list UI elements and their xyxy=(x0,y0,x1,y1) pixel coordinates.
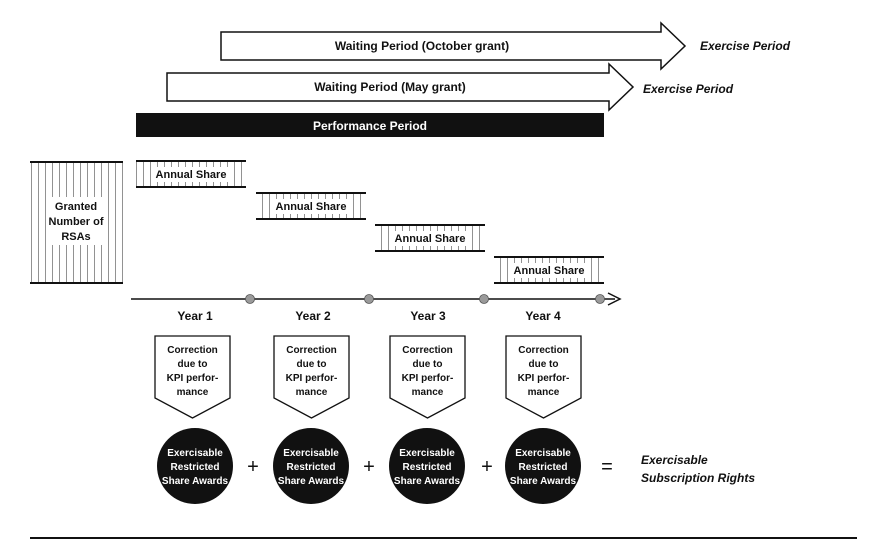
correction-shape-2: Correction due to KPI perfor- mance xyxy=(273,335,350,419)
waiting-period-october-arrow: Waiting Period (October grant) xyxy=(220,21,687,71)
correction-1-line-4: mance xyxy=(177,387,209,398)
annual-share-label-4: Annual Share xyxy=(514,265,585,277)
timeline-marker-2 xyxy=(364,294,374,304)
granted-line-2: Number of xyxy=(49,216,104,228)
year-label-3: Year 3 xyxy=(410,309,446,323)
circle-2-line-3: Share Awards xyxy=(278,476,345,487)
timeline-marker-1 xyxy=(245,294,255,304)
exercise-period-may-label: Exercise Period xyxy=(643,82,734,96)
correction-shape-4: Correction due to KPI perfor- mance xyxy=(505,335,582,419)
correction-4-line-2: due to xyxy=(529,359,559,370)
correction-3-line-3: KPI perfor- xyxy=(402,373,454,384)
result-line-1: Exercisable xyxy=(641,453,708,467)
correction-4-line-3: KPI perfor- xyxy=(518,373,570,384)
exercisable-circle-4: Exercisable Restricted Share Awards xyxy=(505,428,581,504)
circle-4-line-2: Restricted xyxy=(519,462,568,473)
circle-3-line-3: Share Awards xyxy=(394,476,461,487)
exercisable-circle-1: Exercisable Restricted Share Awards xyxy=(157,428,233,504)
correction-3-line-2: due to xyxy=(413,359,443,370)
circle-4-line-3: Share Awards xyxy=(510,476,577,487)
correction-1-line-1: Correction xyxy=(167,345,218,356)
timeline-marker-3 xyxy=(479,294,489,304)
correction-3-line-4: mance xyxy=(412,387,444,398)
circle-2-line-1: Exercisable xyxy=(283,448,339,459)
correction-shape-3: Correction due to KPI perfor- mance xyxy=(389,335,466,419)
annual-share-label-2: Annual Share xyxy=(276,201,347,213)
waiting-period-may-arrow: Waiting Period (May grant) xyxy=(166,62,635,112)
correction-4-line-4: mance xyxy=(528,387,560,398)
circle-3-line-2: Restricted xyxy=(403,462,452,473)
circle-4-line-1: Exercisable xyxy=(515,448,571,459)
granted-rsas-box: Granted Number of RSAs xyxy=(30,161,123,284)
annual-share-label-3: Annual Share xyxy=(395,233,466,245)
plus-operator-1: + xyxy=(247,456,259,478)
timeline-marker-4 xyxy=(595,294,605,304)
annual-share-block-3: Annual Share xyxy=(375,224,485,252)
waiting-period-october-label: Waiting Period (October grant) xyxy=(335,39,509,53)
correction-3-line-1: Correction xyxy=(402,345,453,356)
circle-1-line-3: Share Awards xyxy=(162,476,229,487)
correction-shape-1: Correction due to KPI perfor- mance xyxy=(154,335,231,419)
granted-line-1: Granted xyxy=(55,201,97,213)
year-label-4: Year 4 xyxy=(525,309,561,323)
annual-share-block-1: Annual Share xyxy=(136,160,246,188)
plus-operator-2: + xyxy=(363,456,375,478)
granted-line-3: RSAs xyxy=(61,231,90,243)
annual-share-label-1: Annual Share xyxy=(156,169,227,181)
result-line-2: Subscription Rights xyxy=(641,471,755,485)
circle-1-line-2: Restricted xyxy=(171,462,220,473)
correction-1-line-3: KPI perfor- xyxy=(167,373,219,384)
performance-period-bar xyxy=(136,113,604,137)
annual-share-block-4: Annual Share xyxy=(494,256,604,284)
waiting-period-may-label: Waiting Period (May grant) xyxy=(314,80,466,94)
exercise-period-october-label: Exercise Period xyxy=(700,39,791,53)
timeline xyxy=(131,292,622,306)
correction-2-line-4: mance xyxy=(296,387,328,398)
correction-4-line-1: Correction xyxy=(518,345,569,356)
correction-2-line-3: KPI perfor- xyxy=(286,373,338,384)
circle-2-line-2: Restricted xyxy=(287,462,336,473)
year-label-2: Year 2 xyxy=(295,309,331,323)
circle-3-line-1: Exercisable xyxy=(399,448,455,459)
performance-period-label: Performance Period xyxy=(313,119,427,133)
exercisable-circle-3: Exercisable Restricted Share Awards xyxy=(389,428,465,504)
annual-share-block-2: Annual Share xyxy=(256,192,366,220)
equals-operator: = xyxy=(601,456,613,478)
correction-2-line-2: due to xyxy=(297,359,327,370)
plus-operator-3: + xyxy=(481,456,493,478)
correction-2-line-1: Correction xyxy=(286,345,337,356)
circle-1-line-1: Exercisable xyxy=(167,448,223,459)
exercisable-circle-2: Exercisable Restricted Share Awards xyxy=(273,428,349,504)
correction-1-line-2: due to xyxy=(178,359,208,370)
year-label-1: Year 1 xyxy=(177,309,213,323)
